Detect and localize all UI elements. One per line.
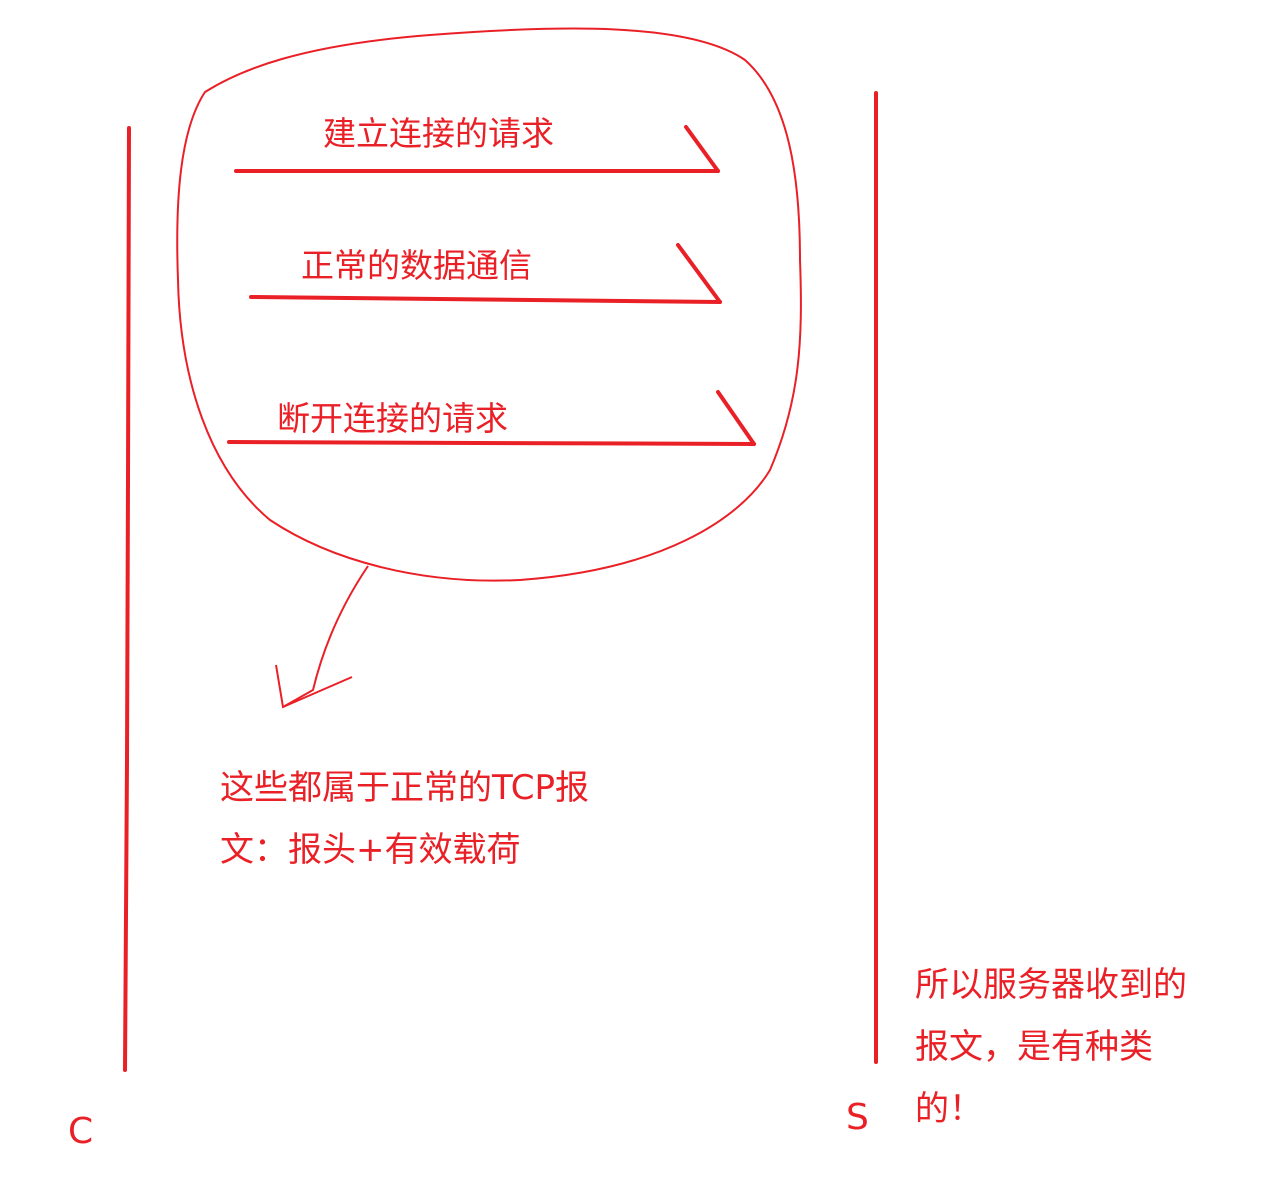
server-note-line: 的！ (915, 1089, 983, 1129)
grouped-note-line: 文：报头+有效载荷 (220, 830, 521, 870)
grouped-note: 这些都属于正常的TCP报 文：报头+有效载荷 (220, 757, 589, 881)
grouped-note-line: 这些都属于正常的TCP报 (220, 768, 590, 808)
server-note-line: 报文，是有种类 (915, 1027, 1153, 1067)
grouping-circle (176, 27, 802, 582)
message-label-connect: 建立连接的请求 (323, 114, 554, 153)
message-label-data: 正常的数据通信 (301, 246, 532, 285)
message-label-disconnect: 断开连接的请求 (277, 399, 508, 438)
arrow-connect-request (234, 125, 720, 173)
client-label: C (68, 1111, 94, 1152)
server-note: 所以服务器收到的 报文，是有种类 的！ (915, 954, 1187, 1140)
arrow-data-communication (249, 243, 722, 304)
arrow-disconnect-request (227, 390, 756, 446)
client-lifeline (123, 126, 131, 1072)
server-label: S (846, 1097, 869, 1138)
pointer-arrow (275, 565, 369, 709)
server-note-line: 所以服务器收到的 (915, 965, 1187, 1005)
